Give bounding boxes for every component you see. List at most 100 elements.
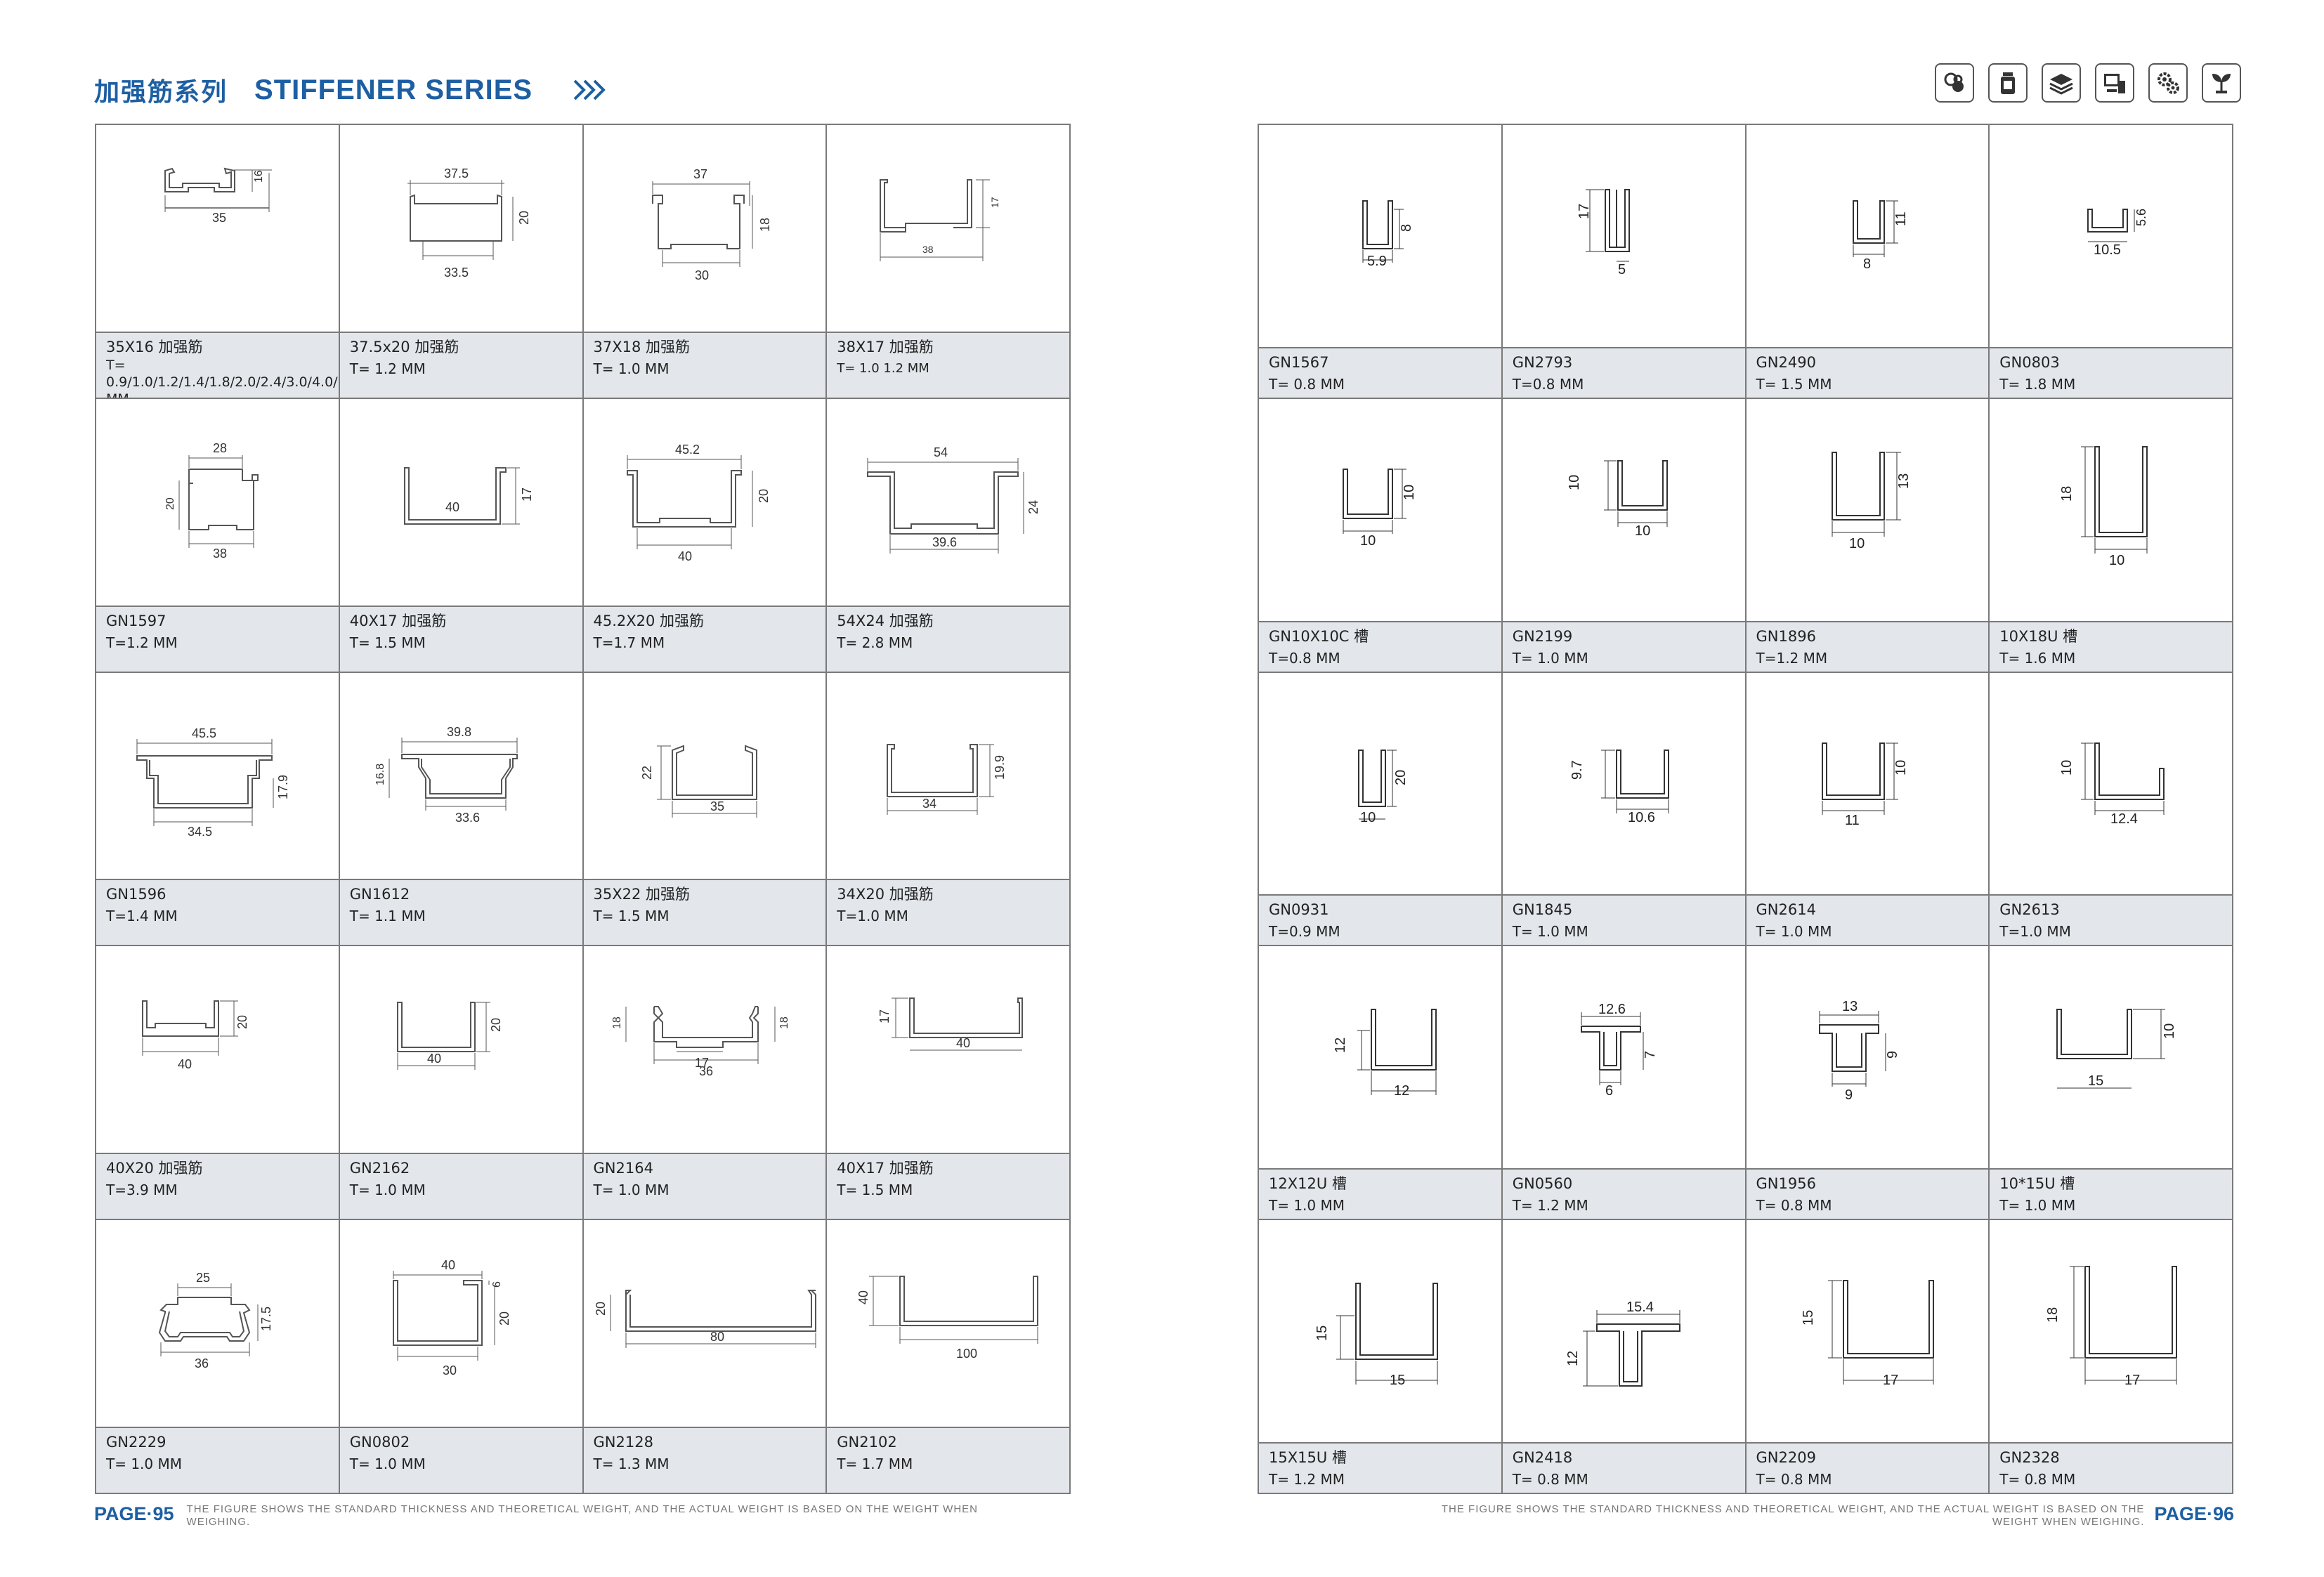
product-caption: GN0803 T= 1.8 MM [1990,346,2232,398]
dim-label: 38 [922,244,934,255]
product-spec: T= 0.8 MM [1269,375,1345,393]
product-caption: GN1612 T= 1.1 MM [339,879,582,945]
product-cell: 12.6 7 6 GN0560 T= 1.2 MM [1502,946,1747,1221]
product-caption: GN1845 T= 1.0 MM [1502,894,1745,945]
product-caption: 34X20 加强筋 T=1.0 MM [827,879,1069,945]
product-caption: GN1956 T= 0.8 MM [1746,1168,1989,1219]
product-name: 12X12U 槽 [1269,1175,1347,1193]
product-cell: 10.5 5.6 GN0803 T= 1.8 MM [1990,125,2233,399]
product-caption: 40X20 加强筋 T=3.9 MM [96,1153,339,1219]
dim-label: 5.9 [1367,254,1387,269]
dim-label: 36 [195,1356,209,1370]
dim-label: 15.4 [1626,1300,1654,1315]
product-cell: 40 17 40X17 加强筋 T= 1.5 MM [339,398,584,673]
profile-drawing: 11 10 [1821,742,1909,828]
product-caption: GN2490 T= 1.5 MM [1746,346,1989,398]
product-cell: 15 15 15X15U 槽 T= 1.2 MM [1259,1220,1503,1494]
dim-label: 80 [710,1330,724,1344]
dim-label: 12 [1565,1351,1581,1366]
left-product-grid: 35 16 35X16 加强筋 T= 0.9/1.0/1.2/1.4/1.8/2… [95,124,1071,1494]
dim-label: 17 [989,197,1000,208]
dim-label: 18 [758,218,772,232]
product-cell: 100 40 GN2102 T= 1.7 MM [827,1220,1071,1494]
product-name: 35X16 加强筋 [106,338,203,355]
dim-label: 19.9 [993,755,1007,780]
dim-label: 18 [611,1016,623,1029]
product-caption: 10*15U 槽 T= 1.0 MM [1990,1168,2232,1219]
profile-drawing: 10.6 9.7 [1569,749,1669,825]
profile-drawing: 39.8 16.8 33.6 [374,725,518,825]
dim-label: 16.8 [374,763,386,785]
dim-label: 9 [1885,1051,1900,1059]
product-caption: 40X17 加强筋 T= 1.5 MM [827,1153,1069,1219]
dim-label: 12 [1333,1038,1348,1053]
product-caption: 45.2X20 加强筋 T=1.7 MM [583,605,826,672]
product-spec: T=0.9 MM [1269,923,1340,941]
product-spec: T=3.9 MM [106,1182,178,1199]
product-name: GN1597 [106,612,167,629]
dim-label: 6 [1605,1083,1613,1099]
dim-label: 33.6 [455,811,480,825]
product-name: GN2162 [349,1160,410,1177]
dim-label: 38 [213,547,227,561]
dim-label: 10 [1893,759,1909,775]
profile-drawing: 17 5 [1576,189,1630,277]
product-spec: T= 1.0 1.2 MM [837,360,929,376]
product-caption: GN10X10C 槽 T=0.8 MM [1259,620,1501,672]
product-cell: 8 11 GN2490 T= 1.5 MM [1746,125,1990,399]
profile-drawing: 37 18 30 [651,167,772,282]
title-english: STIFFENER SERIES [254,74,533,105]
product-cell: 12 12 12X12U 槽 T= 1.0 MM [1259,946,1503,1221]
product-name: GN0803 [1999,353,2060,371]
product-caption: GN1596 T=1.4 MM [96,879,339,945]
product-name: GN0931 [1269,901,1329,919]
dim-label: 33.5 [444,266,469,280]
product-caption: GN1896 T=1.2 MM [1746,620,1989,672]
product-name: 40X20 加强筋 [106,1160,203,1177]
category-icons [1935,63,2241,103]
product-name: 45.2X20 加强筋 [593,612,705,629]
product-spec: T= 1.2 MM [1512,1197,1588,1215]
product-name: 10X18U 槽 [1999,627,2078,645]
dim-label: 11 [1845,813,1860,828]
bottle-icon [1988,63,2028,103]
dim-label: 22 [640,766,654,780]
profile-drawing: 25 17.5 36 [158,1271,273,1370]
profile-drawing: 8 11 [1852,200,1909,272]
profile-drawing: 37.5 20 33.5 [407,166,531,280]
product-cell: 15.4 12 GN2418 T= 0.8 MM [1502,1220,1747,1494]
profile-drawing: 12 12 [1333,1009,1437,1099]
right-footer: PAGE·96 THE FIGURE SHOWS THE STANDARD TH… [1435,1503,2234,1529]
dim-label: 34 [922,797,936,811]
profile-drawing: 45.2 20 40 [626,443,771,563]
product-name: GN2328 [1999,1448,2060,1466]
dim-label: 8 [1863,256,1871,272]
product-cell: 10.6 9.7 GN1845 T= 1.0 MM [1502,672,1747,947]
dim-label: 12 [1394,1083,1409,1099]
product-caption: GN0560 T= 1.2 MM [1502,1168,1745,1219]
dim-label: 10 [1360,810,1376,825]
profile-drawing: 17 15 [1801,1280,1934,1388]
product-caption: GN2328 T= 0.8 MM [1990,1441,2232,1493]
product-cell: 45.5 17.9 34.5 GN1596 T=1.4 MM [96,672,340,947]
dim-label: 24 [1026,500,1040,514]
product-spec: T= 1.3 MM [593,1455,670,1472]
product-spec: T=1.2 MM [1756,649,1828,667]
product-cell: 15 10 10*15U 槽 T= 1.0 MM [1990,946,2233,1221]
profile-drawing: 18 18 17 36 [611,1006,790,1078]
dim-label: 40 [445,500,459,514]
computer-icon [2095,63,2134,103]
product-caption: 40X17 加强筋 T= 1.5 MM [339,605,582,672]
dim-label: 6 [491,1281,503,1288]
product-spec: T= 1.0 MM [1999,1197,2076,1215]
dim-label: 20 [489,1018,503,1032]
dim-label: 10.5 [2094,242,2121,258]
profile-drawing: 22 35 [640,745,757,818]
product-spec: T= 1.0 MM [1512,649,1588,667]
dim-label: 39.8 [447,725,471,739]
product-spec: T=1.2 MM [106,634,178,651]
product-name: GN1845 [1512,901,1573,919]
weight-disclaimer: THE FIGURE SHOWS THE STANDARD THICKNESS … [1441,1503,2145,1528]
profile-drawing: 38 17 [880,179,1000,261]
product-spec: T=1.0 MM [837,908,908,925]
